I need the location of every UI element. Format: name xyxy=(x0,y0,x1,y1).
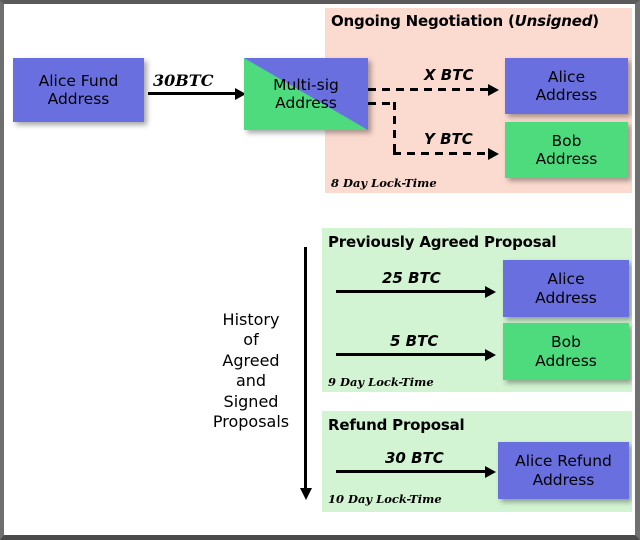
dashed-line-ongoing-x-btc xyxy=(368,88,491,91)
arrow-label-ongoing-x-btc: X BTC xyxy=(424,66,474,84)
section-title-agreed-main: Previously Agreed Proposal xyxy=(328,233,557,251)
locktime-refund-proposal: 10 Day Lock-Time xyxy=(328,492,442,506)
arrow-line-funding xyxy=(148,92,238,95)
arrow-head-refund-30-btc xyxy=(485,465,496,478)
node-agreed-alice-address-label: Alice Address xyxy=(535,270,597,307)
dashed-line-ongoing-y-btc xyxy=(393,152,491,155)
node-agreed-alice-address[interactable]: Alice Address xyxy=(503,260,629,317)
arrow-head-agreed-25-btc xyxy=(485,285,496,298)
section-title-ongoing-negotiation: Ongoing Negotiation (Unsigned) xyxy=(331,12,599,30)
node-alice-fund-address[interactable]: Alice Fund Address xyxy=(13,58,144,122)
arrow-line-refund-30-btc xyxy=(336,470,488,473)
history-of-proposals-label: History of Agreed and Signed Proposals xyxy=(212,310,290,432)
arrow-head-agreed-5-btc xyxy=(485,348,496,361)
node-alice-fund-address-label: Alice Fund Address xyxy=(38,71,119,108)
history-timeline-line xyxy=(304,247,307,490)
section-title-ongoing-tail: ) xyxy=(592,12,599,30)
arrow-head-ongoing-y-btc xyxy=(488,147,499,160)
history-timeline-arrowhead xyxy=(299,488,312,500)
node-ongoing-alice-address[interactable]: Alice Address xyxy=(505,58,628,114)
arrow-label-refund-30-btc: 30 BTC xyxy=(385,449,444,467)
dashed-line-ongoing-stub xyxy=(368,102,396,105)
node-agreed-bob-address-label: Bob Address xyxy=(535,333,597,370)
node-ongoing-alice-address-label: Alice Address xyxy=(535,67,598,104)
node-multisig-address[interactable]: Multi-sig Address xyxy=(244,58,368,130)
arrow-label-agreed-25-btc: 25 BTC xyxy=(382,269,441,287)
node-multisig-address-label: Multi-sig Address xyxy=(273,75,339,112)
locktime-previously-agreed-proposal: 9 Day Lock-Time xyxy=(328,375,434,389)
diagram-inner-surface: Ongoing Negotiation (Unsigned) 8 Day Loc… xyxy=(7,7,633,533)
locktime-ongoing-negotiation: 8 Day Lock-Time xyxy=(331,176,437,190)
node-refund-alice-refund-address-label: Alice Refund Address xyxy=(515,452,612,489)
node-refund-alice-refund-address[interactable]: Alice Refund Address xyxy=(498,442,629,499)
arrow-label-funding-amount: 30BTC xyxy=(153,71,214,90)
arrow-label-agreed-5-btc: 5 BTC xyxy=(390,332,439,350)
node-ongoing-bob-address-label: Bob Address xyxy=(535,131,598,168)
section-title-refund-main: Refund Proposal xyxy=(328,416,465,434)
arrow-head-funding xyxy=(235,87,246,100)
section-title-ongoing-main: Ongoing Negotiation ( xyxy=(331,12,515,30)
node-ongoing-bob-address[interactable]: Bob Address xyxy=(505,122,628,178)
section-title-previously-agreed-proposal: Previously Agreed Proposal xyxy=(328,233,557,251)
arrow-head-ongoing-x-btc xyxy=(488,83,499,96)
node-agreed-bob-address[interactable]: Bob Address xyxy=(503,323,629,380)
arrow-line-agreed-25-btc xyxy=(336,290,488,293)
section-title-refund-proposal: Refund Proposal xyxy=(328,416,465,434)
arrow-label-ongoing-y-btc: Y BTC xyxy=(424,130,473,148)
dashed-line-ongoing-vertical xyxy=(393,102,396,155)
section-title-ongoing-emphasis: Unsigned xyxy=(514,12,593,30)
arrow-line-agreed-5-btc xyxy=(336,353,488,356)
